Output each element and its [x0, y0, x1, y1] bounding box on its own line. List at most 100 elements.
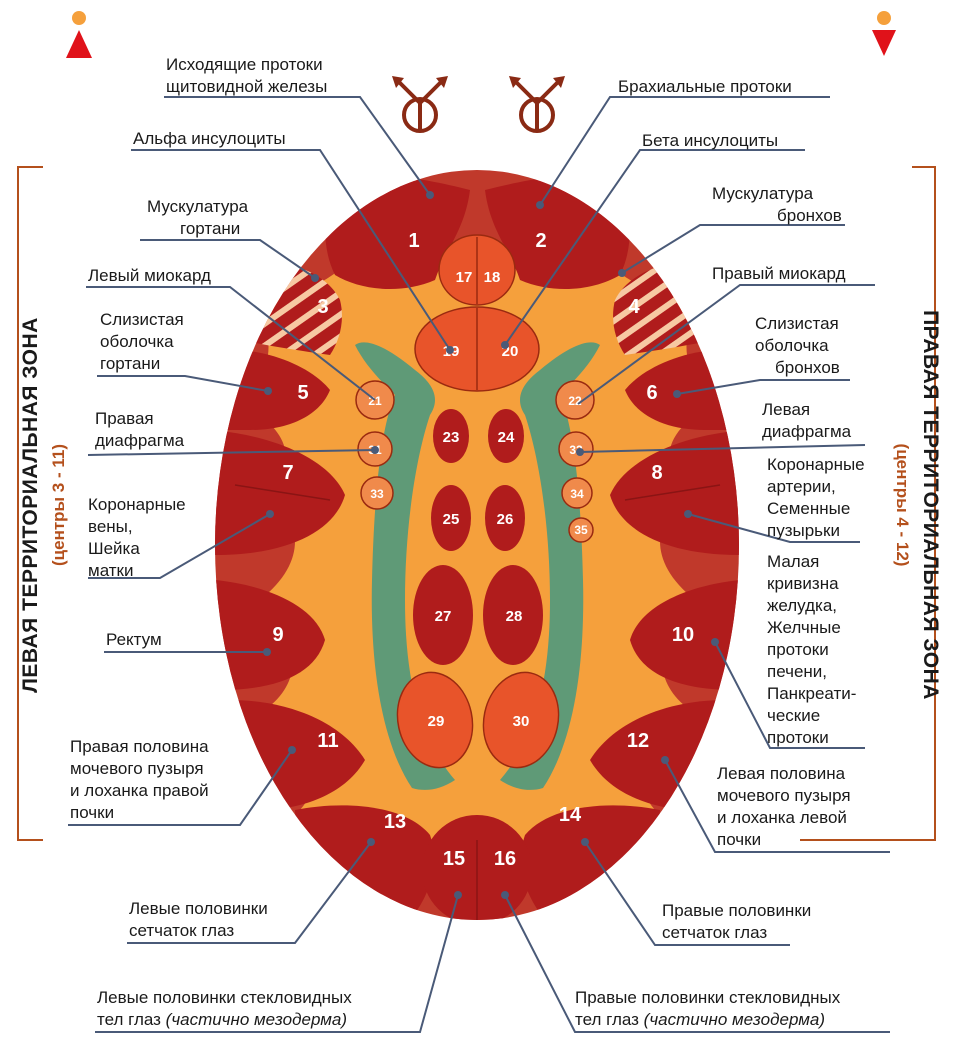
center-number-11: 11 [317, 730, 338, 752]
center-number-35: 35 [574, 523, 588, 537]
label-stomach-bile-pancreas: протоки [767, 640, 829, 659]
label-retina-left: сетчаток глаз [129, 921, 234, 940]
label-beta-insulocytes: Бета инсулоциты [642, 131, 778, 150]
leader-dot [501, 891, 509, 899]
center-number-23: 23 [443, 429, 460, 446]
leader-dot [536, 201, 544, 209]
leader-dot [673, 390, 681, 398]
label-bladder-right: почки [70, 803, 114, 822]
label-larynx-musculature: гортани [180, 219, 240, 238]
label-coronary-arteries: Семенные [767, 499, 850, 518]
center-number-28: 28 [506, 608, 523, 625]
male-figure-icon [872, 11, 896, 56]
label-left-myocard: Левый миокард [88, 266, 211, 285]
label-larynx-mucosa: гортани [100, 354, 160, 373]
center-14-lobe [521, 805, 660, 920]
label-brachial-ducts: Брахиальные протоки [618, 77, 792, 96]
label-larynx-mucosa: Слизистая [100, 310, 184, 329]
label-rectum: Ректум [106, 630, 162, 649]
center-number-6: 6 [646, 382, 657, 404]
label-thyroid-ducts: щитовидной железы [166, 77, 327, 96]
label-coronary-veins: матки [88, 561, 134, 580]
center-number-4: 4 [628, 296, 640, 318]
label-coronary-arteries: артерии, [767, 477, 836, 496]
leader-dot [446, 346, 454, 354]
hermaphrodite-sign-icon [509, 76, 565, 131]
label-bronch-mucosa: Слизистая [755, 314, 839, 333]
leader-dot [426, 191, 434, 199]
leader-dot [501, 341, 509, 349]
label-stomach-bile-pancreas: печени, [767, 662, 827, 681]
label-vitreous-right: тел глаз (частично мезодерма) [575, 1010, 825, 1029]
center-number-34: 34 [570, 487, 584, 501]
leader-dot [288, 746, 296, 754]
center-number-27: 27 [435, 608, 452, 625]
label-stomach-bile-pancreas: Панкреати- [767, 684, 856, 703]
center-number-17: 17 [456, 269, 473, 286]
leader-dot [454, 891, 462, 899]
center-number-13: 13 [384, 811, 406, 833]
leader-dot [266, 510, 274, 518]
label-stomach-bile-pancreas: Желчные [767, 618, 841, 637]
center-number-15: 15 [443, 848, 465, 870]
center-number-3: 3 [317, 296, 328, 318]
label-stomach-bile-pancreas: протоки [767, 728, 829, 747]
center-number-30: 30 [513, 713, 530, 730]
label-alpha-insulocytes: Альфа инсулоциты [133, 129, 286, 148]
right-zone-subtitle: (центры 4 - 12) [893, 444, 912, 567]
center-number-5: 5 [297, 382, 308, 404]
label-coronary-arteries: пузырьки [767, 521, 840, 540]
leader-dot [576, 448, 584, 456]
center-13-lobe [295, 805, 434, 920]
label-bladder-right: Правая половина [70, 737, 209, 756]
center-number-2: 2 [535, 230, 546, 252]
center-number-7: 7 [282, 462, 293, 484]
label-coronary-veins: Коронарные [88, 495, 186, 514]
label-bronch-mucosa: оболочка [755, 336, 829, 355]
label-bladder-left: и лоханка левой [717, 808, 847, 827]
leader-dot [371, 446, 379, 454]
center-number-9: 9 [272, 624, 283, 646]
label-coronary-arteries: Коронарные [767, 455, 865, 474]
label-larynx-musculature: Мускулатура [147, 197, 249, 216]
label-bladder-right: мочевого пузыря [70, 759, 204, 778]
center-number-26: 26 [497, 511, 514, 528]
hermaphrodite-sign-icon [392, 76, 448, 131]
leader-dot [684, 510, 692, 518]
label-left-diaphragm: диафрагма [762, 422, 852, 441]
label-stomach-bile-pancreas: желудка, [767, 596, 837, 615]
center-number-1: 1 [408, 230, 419, 252]
center-number-22: 22 [568, 394, 582, 408]
leader-dot [618, 269, 626, 277]
label-bladder-left: Левая половина [717, 764, 846, 783]
center-number-33: 33 [370, 487, 384, 501]
leader-dot [367, 838, 375, 846]
leader-dot [661, 756, 669, 764]
label-left-diaphragm: Левая [762, 400, 810, 419]
center-number-24: 24 [498, 429, 515, 446]
label-right-myocard: Правый миокард [712, 264, 846, 283]
label-right-diaphragm: диафрагма [95, 431, 185, 450]
leader-dot [263, 648, 271, 656]
label-bladder-left: мочевого пузыря [717, 786, 851, 805]
label-thyroid-ducts: Исходящие протоки [166, 55, 323, 74]
leader-dot [711, 638, 719, 646]
right-zone-title: ПРАВАЯ ТЕРРИТОРИАЛЬНАЯ ЗОНА [919, 310, 942, 700]
label-stomach-bile-pancreas: кривизна [767, 574, 839, 593]
center-number-29: 29 [428, 713, 445, 730]
label-bronch-mucosa: бронхов [775, 358, 840, 377]
female-figure-icon [66, 11, 92, 58]
label-coronary-veins: вены, [88, 517, 133, 536]
label-bladder-left: почки [717, 830, 761, 849]
label-right-diaphragm: Правая [95, 409, 154, 428]
center-number-14: 14 [559, 804, 582, 826]
center-number-10: 10 [672, 624, 694, 646]
center-number-8: 8 [651, 462, 662, 484]
label-bronch-musculature: бронхов [777, 206, 842, 225]
label-vitreous-left: Левые половинки стекловидных [97, 988, 352, 1007]
label-stomach-bile-pancreas: Малая [767, 552, 819, 571]
label-bronch-musculature: Мускулатура [712, 184, 814, 203]
leader-dot [581, 838, 589, 846]
label-retina-right: сетчаток глаз [662, 923, 767, 942]
label-retina-left: Левые половинки [129, 899, 268, 918]
